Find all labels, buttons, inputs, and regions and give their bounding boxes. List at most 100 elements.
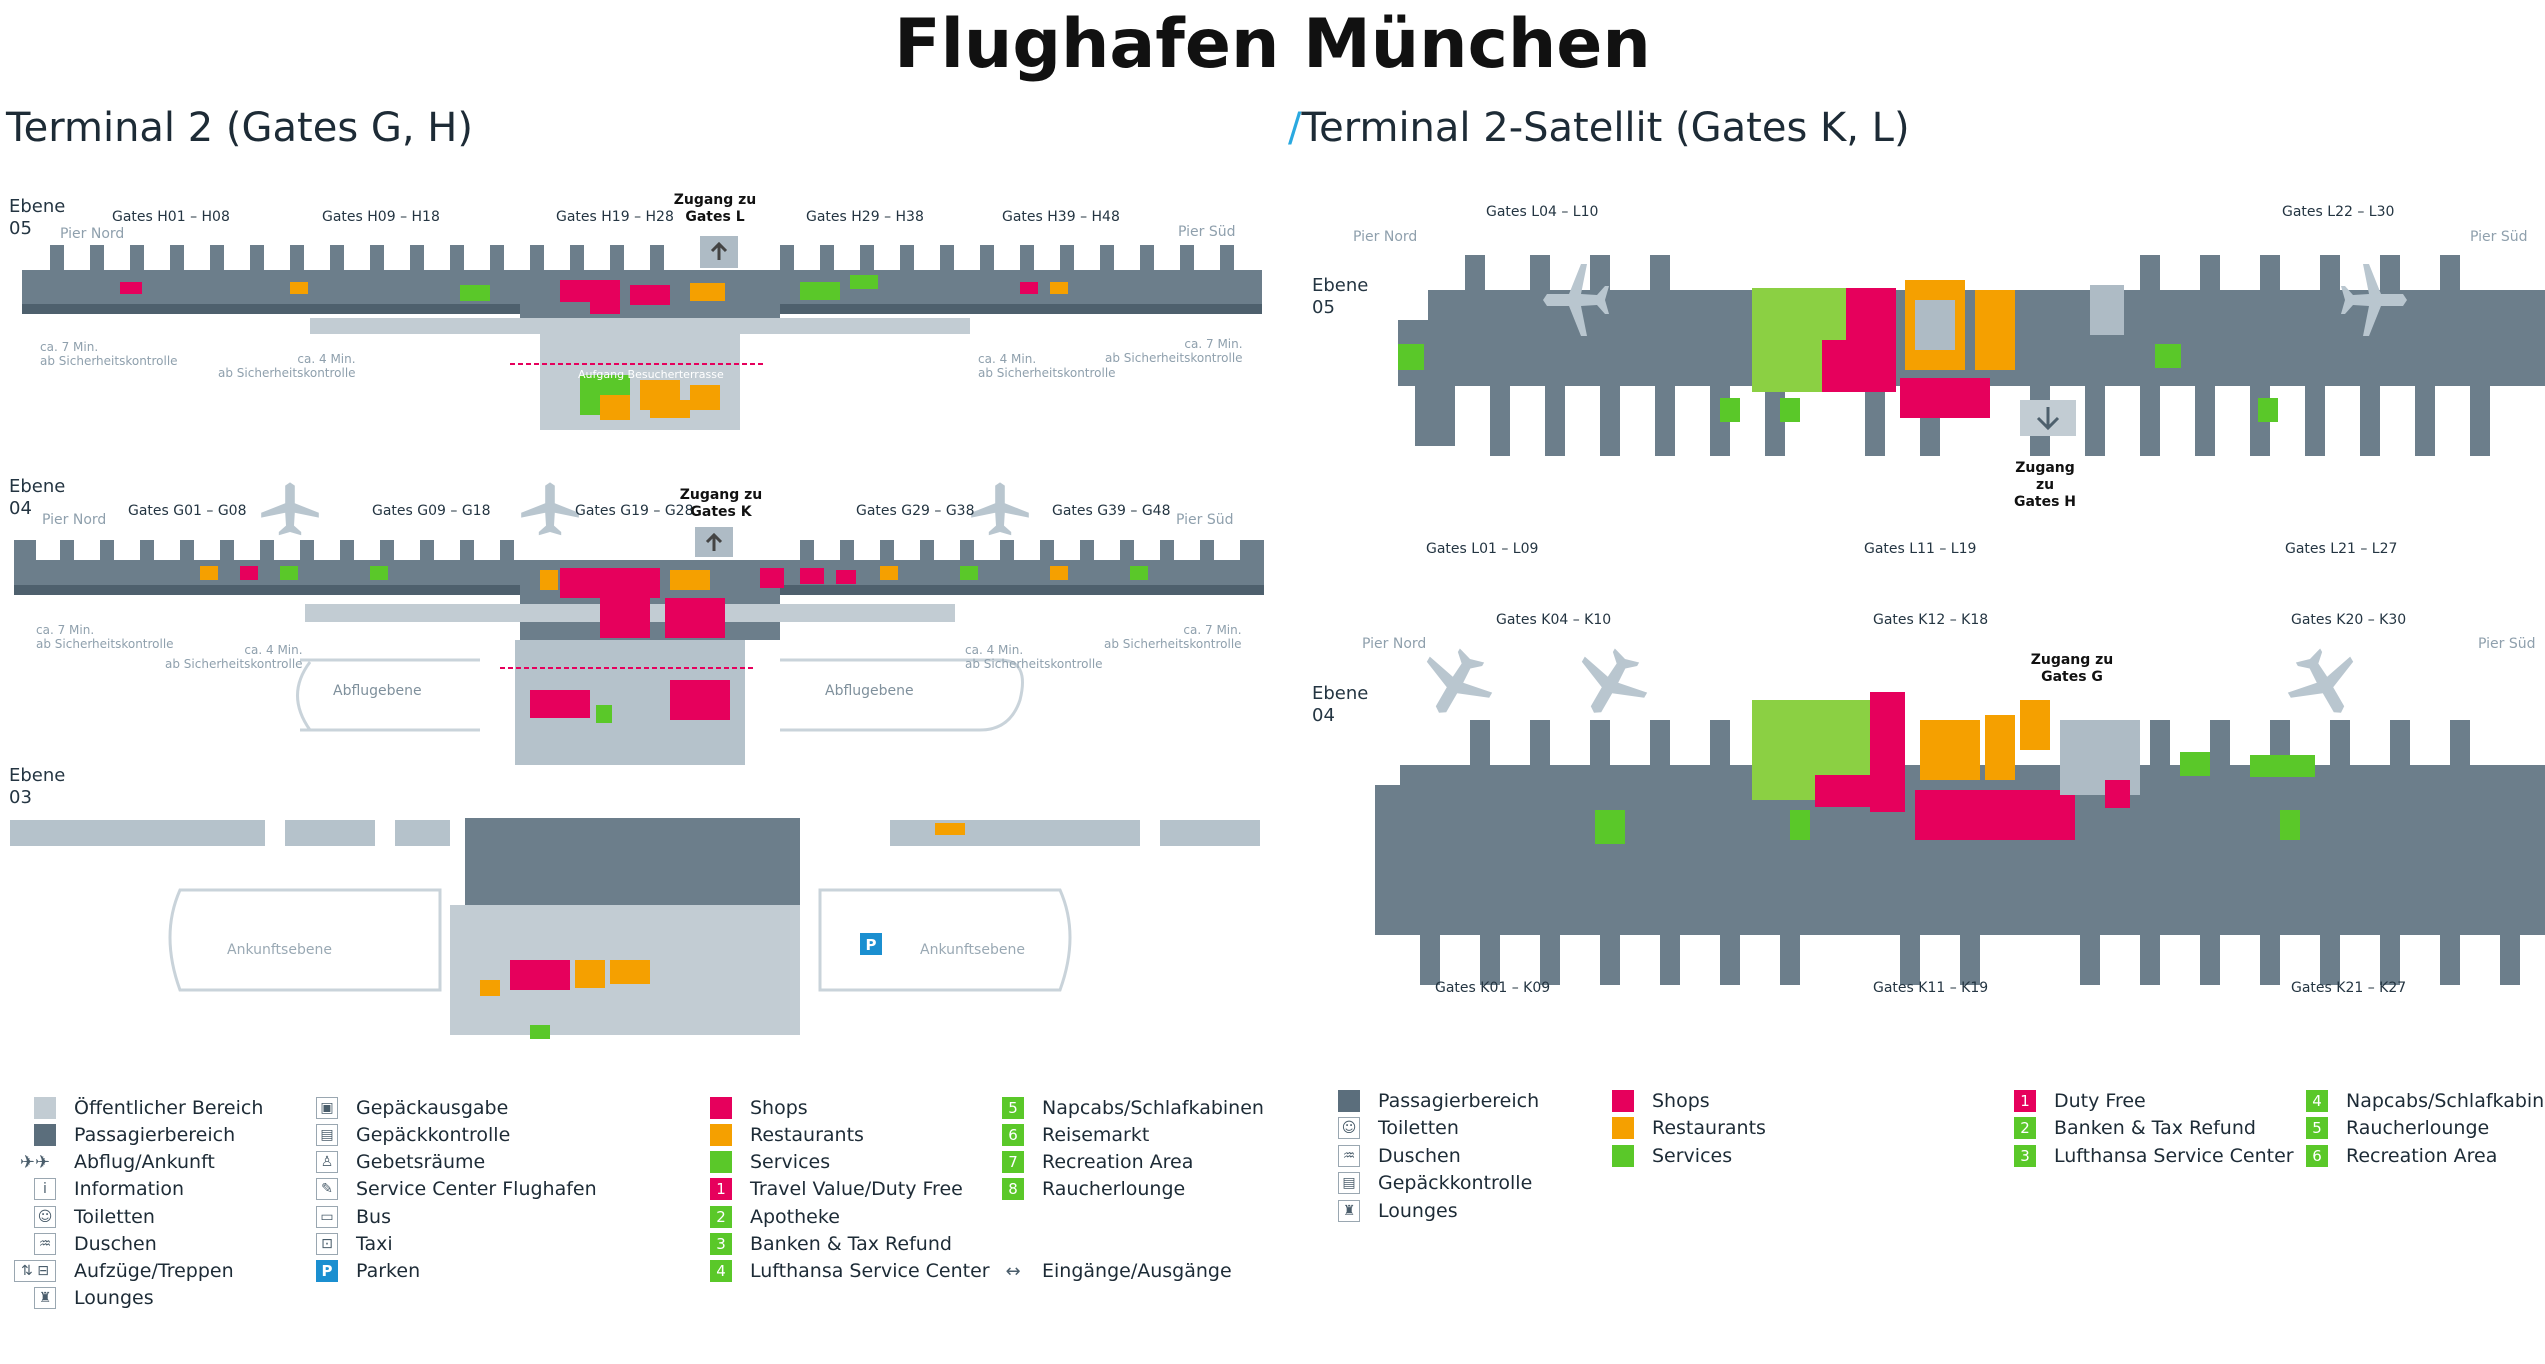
satellite-ebene04-map bbox=[1375, 637, 2545, 985]
t2-e05-gates-h19: Gates H19 – H28 bbox=[556, 209, 674, 225]
t2-e04-walk-left-4: ca. 4 Min. ab Sicherheitskontrolle bbox=[165, 643, 303, 671]
t2-e05-gates-h29: Gates H29 – H38 bbox=[806, 209, 924, 225]
t2-e05-gates-h01: Gates H01 – H08 bbox=[112, 209, 230, 225]
t2-e05-pier-sued: Pier Süd bbox=[1178, 224, 1236, 240]
services-swatch bbox=[710, 1151, 732, 1173]
sat-e05-level: Ebene 05 bbox=[1312, 275, 1369, 318]
sat-e04-gates-k21: Gates K21 – K27 bbox=[2291, 980, 2407, 996]
restaurants-swatch bbox=[1612, 1117, 1634, 1139]
sat-e04-gates-k04: Gates K04 – K10 bbox=[1496, 612, 1612, 628]
sat-e04-pier-nord: Pier Nord bbox=[1362, 636, 1427, 652]
t2-e04-gates-g29: Gates G29 – G38 bbox=[856, 503, 975, 519]
sat-e05-gates-l04: Gates L04 – L10 bbox=[1486, 204, 1599, 220]
elevator-icon: ⇅ ⊟ bbox=[14, 1260, 56, 1282]
t2-e03-arrivals-right: Ankunftsebene bbox=[920, 942, 1025, 958]
service-center-icon: ✎ bbox=[316, 1178, 338, 1200]
shops-swatch bbox=[1612, 1090, 1634, 1112]
legend-r-shops: Shops bbox=[1612, 1088, 1710, 1114]
number-badge: 4 bbox=[2306, 1090, 2328, 1112]
number-badge: 2 bbox=[710, 1206, 732, 1228]
baggage-check-icon: ▤ bbox=[316, 1124, 338, 1146]
bus-icon: ▭ bbox=[316, 1206, 338, 1228]
sat-e04-gates-k11: Gates K11 – K19 bbox=[1873, 980, 1989, 996]
number-badge: 2 bbox=[2014, 1117, 2036, 1139]
t2-e04-departures-left: Abflugebene bbox=[333, 683, 422, 699]
t2-e04-access-gates-k[interactable]: Zugang zu Gates K bbox=[679, 487, 763, 520]
sat-e04-level: Ebene 04 bbox=[1312, 683, 1369, 726]
sat-e04-access-gates-g[interactable]: Zugang zu Gates G bbox=[2030, 652, 2114, 685]
t2-e05-level: Ebene 05 bbox=[9, 196, 66, 239]
t2-e04-pier-sued: Pier Süd bbox=[1176, 512, 1234, 528]
legend-baggage-claim: ▣Gepäckausgabe bbox=[316, 1095, 508, 1121]
info-icon: i bbox=[34, 1178, 56, 1200]
t2-e05-gates-h39: Gates H39 – H48 bbox=[1002, 209, 1120, 225]
services-swatch bbox=[1612, 1145, 1634, 1167]
legend-bus: ▭Bus bbox=[316, 1204, 391, 1230]
sat-e04-gates-k01: Gates K01 – K09 bbox=[1435, 980, 1551, 996]
legend-r-passenger-area: Passagierbereich bbox=[1338, 1088, 1539, 1114]
legend-shops: Shops bbox=[710, 1095, 808, 1121]
baggage-check-icon: ▤ bbox=[1338, 1172, 1360, 1194]
legend-departure-arrival: ✈✈Abflug/Ankunft bbox=[14, 1149, 215, 1175]
legend-elevators: ⇅ ⊟Aufzüge/Treppen bbox=[14, 1258, 234, 1284]
number-badge: 3 bbox=[2014, 1145, 2036, 1167]
t2-e05-gates-h09: Gates H09 – H18 bbox=[322, 209, 440, 225]
entrance-icon: ↔ bbox=[1005, 1260, 1021, 1282]
sat-e05-access-gates-h[interactable]: Zugang zu Gates H bbox=[2013, 460, 2077, 510]
legend-service-center: ✎Service Center Flughafen bbox=[316, 1176, 597, 1202]
sat-e05-gates-l01: Gates L01 – L09 bbox=[1426, 541, 1539, 557]
number-badge: 8 bbox=[1002, 1178, 1024, 1200]
t2-e05-walk-left-4: ca. 4 Min. ab Sicherheitskontrolle bbox=[218, 352, 356, 380]
page-title: Flughafen München bbox=[894, 5, 1651, 84]
sat-e05-gates-l21: Gates L21 – L27 bbox=[2285, 541, 2398, 557]
legend-r-toilets: ☺Toiletten bbox=[1338, 1115, 1459, 1141]
t2-ebene04-map bbox=[14, 482, 1264, 765]
number-badge: 1 bbox=[710, 1178, 732, 1200]
sat-e05-gates-l11: Gates L11 – L19 bbox=[1864, 541, 1977, 557]
legend-r-showers: ♒Duschen bbox=[1338, 1143, 1461, 1169]
legend-prayer-rooms: ♙Gebetsräume bbox=[316, 1149, 485, 1175]
t2-e05-pier-nord: Pier Nord bbox=[60, 226, 125, 242]
t2-e04-pier-nord: Pier Nord bbox=[42, 512, 107, 528]
legend-passenger-area: Passagierbereich bbox=[34, 1122, 235, 1148]
passenger-area-swatch bbox=[34, 1124, 56, 1146]
number-badge: 7 bbox=[1002, 1151, 1024, 1173]
svg-text:P: P bbox=[866, 936, 877, 954]
legend-toilets: ☺Toiletten bbox=[34, 1204, 155, 1230]
t2-e04-gates-g19: Gates G19 – G28 bbox=[575, 503, 694, 519]
number-badge: 3 bbox=[710, 1233, 732, 1255]
t2-e05-access-gates-l[interactable]: Zugang zu Gates L bbox=[673, 192, 757, 225]
t2-e05-terrace: Aufgang Besucherterrasse bbox=[578, 368, 724, 381]
t2-e05-walk-right-7: ca. 7 Min. ab Sicherheitskontrolle bbox=[1105, 337, 1243, 365]
sat-e05-pier-sued: Pier Süd bbox=[2470, 229, 2528, 245]
toilet-icon: ☺ bbox=[1338, 1117, 1360, 1139]
passenger-area-swatch bbox=[1338, 1090, 1360, 1112]
public-area-swatch bbox=[34, 1097, 56, 1119]
sat-e04-pier-sued: Pier Süd bbox=[2478, 636, 2536, 652]
legend-showers: ♒Duschen bbox=[34, 1231, 157, 1257]
number-badge: 6 bbox=[1002, 1124, 1024, 1146]
toilet-icon: ☺ bbox=[34, 1206, 56, 1228]
t2-e04-level: Ebene 04 bbox=[9, 476, 66, 519]
sat-e05-pier-nord: Pier Nord bbox=[1353, 229, 1418, 245]
sat-e05-gates-l22: Gates L22 – L30 bbox=[2282, 204, 2395, 220]
t2-e04-walk-left-7: ca. 7 Min. ab Sicherheitskontrolle bbox=[36, 623, 174, 651]
legend-r-services: Services bbox=[1612, 1143, 1732, 1169]
sat-e04-gates-k20: Gates K20 – K30 bbox=[2291, 612, 2407, 628]
prayer-icon: ♙ bbox=[316, 1151, 338, 1173]
terminal2-heading: Terminal 2 (Gates G, H) bbox=[6, 105, 473, 151]
t2-e04-gates-g09: Gates G09 – G18 bbox=[372, 503, 491, 519]
heading-slash: / bbox=[1288, 105, 1302, 151]
number-badge: 5 bbox=[1002, 1097, 1024, 1119]
legend-r-restaurants: Restaurants bbox=[1612, 1115, 1766, 1141]
t2-e03-arrivals-left: Ankunftsebene bbox=[227, 942, 332, 958]
t2-e04-departures-right: Abflugebene bbox=[825, 683, 914, 699]
